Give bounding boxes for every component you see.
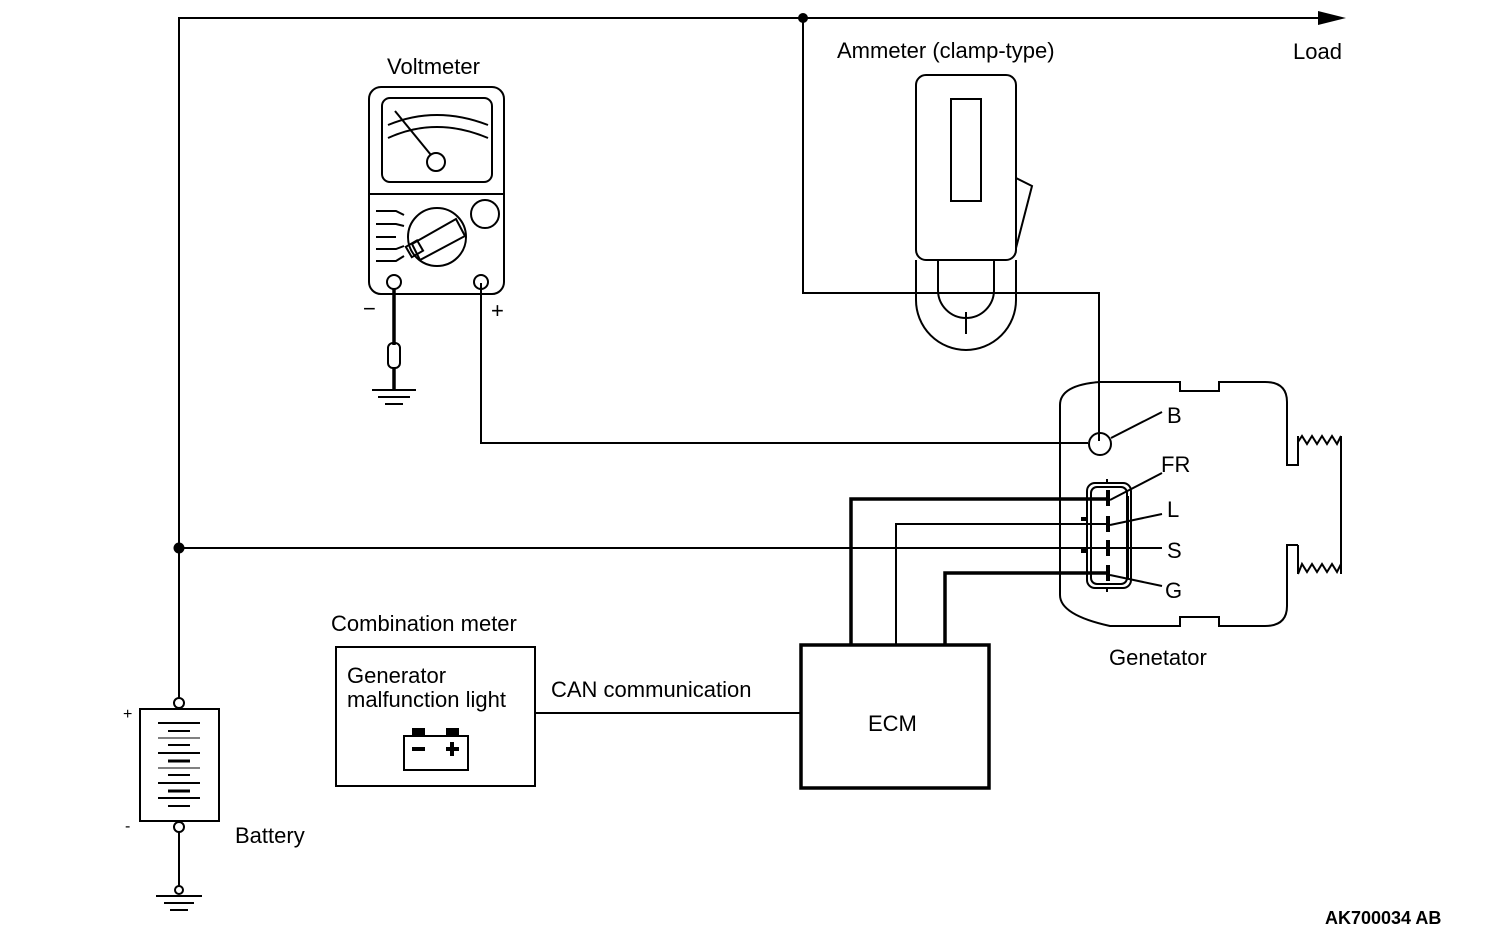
voltmeter-negative-terminal [386, 274, 402, 290]
voltmeter: Voltmeter − + [363, 54, 505, 405]
range-selector-dial [407, 207, 467, 267]
ammeter-display [950, 98, 982, 202]
terminal-b-label: B [1167, 403, 1182, 428]
pulley-belt-upper [1297, 434, 1342, 447]
junction-dot-battery [173, 542, 185, 554]
terminal-g-label: G [1165, 578, 1182, 603]
battery-positive-wire [178, 17, 1320, 698]
battery-warning-icon [403, 728, 469, 771]
g-terminal-wire [943, 571, 1108, 645]
generator-label: Genetator [1109, 645, 1207, 670]
arrow-right-icon [1318, 11, 1346, 25]
ammeter-label: Ammeter (clamp-type) [837, 38, 1055, 63]
pin-s [1106, 540, 1110, 556]
voltmeter-label: Voltmeter [387, 54, 480, 79]
terminal-b [1088, 432, 1112, 456]
malfunction-light-label-line2: malfunction light [347, 687, 506, 712]
terminal-l-label: L [1167, 497, 1179, 522]
battery-plus-label: + [123, 706, 132, 723]
pin-fr [1106, 490, 1110, 506]
pin-g [1106, 565, 1110, 581]
load-label: Load [1293, 39, 1342, 64]
malfunction-light-label-line1: Generator [347, 663, 446, 688]
figure-code: AK700034 AB [1325, 908, 1441, 928]
battery: + - Battery [123, 697, 305, 911]
ecm-label: ECM [868, 711, 917, 736]
battery-cells [158, 722, 200, 807]
l-terminal-wire [895, 523, 1108, 645]
voltmeter-positive-terminal [473, 274, 489, 290]
pin-l [1106, 516, 1110, 532]
b-terminal-wire [802, 18, 1100, 441]
pulley-belt-lower [1297, 561, 1342, 575]
combination-meter: Combination meter Generator malfunction … [331, 611, 536, 787]
combination-meter-label: Combination meter [331, 611, 517, 636]
probe-clip [387, 342, 401, 369]
battery-label: Battery [235, 823, 305, 848]
generator-connector [1081, 479, 1132, 592]
voltmeter-plus-label: + [491, 298, 504, 323]
can-communication-label: CAN communication [551, 677, 752, 702]
terminal-s-label: S [1167, 538, 1182, 563]
ground-icon [372, 389, 416, 405]
clamp-ammeter: Ammeter (clamp-type) [837, 38, 1055, 351]
terminal-fr-label: FR [1161, 452, 1190, 477]
battery-minus-label: - [125, 818, 130, 835]
fr-terminal-wire [849, 497, 1108, 645]
voltmeter-positive-wire [480, 283, 1088, 444]
generator: B FR L S G Genetator [1059, 381, 1342, 670]
ecm: ECM [799, 643, 991, 790]
voltmeter-minus-label: − [363, 296, 376, 321]
wires [173, 11, 1346, 714]
voltmeter-needle [394, 110, 432, 156]
ground-icon [156, 895, 202, 911]
